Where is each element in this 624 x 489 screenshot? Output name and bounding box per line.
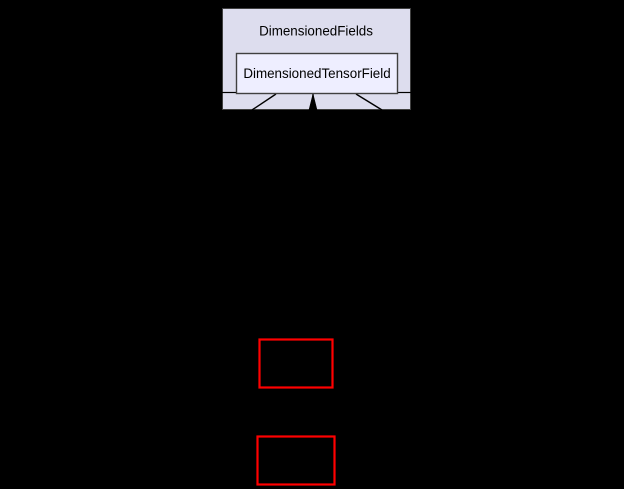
edge-left-out <box>251 93 277 111</box>
node-red-box-upper-box[interactable] <box>258 338 334 389</box>
edge-right-out <box>355 93 383 111</box>
node-dimensioned-tensor-field-label: DimensionedTensorField <box>243 66 390 81</box>
node-red-box-lower[interactable] <box>256 435 336 486</box>
node-red-box-lower-box[interactable] <box>256 435 336 486</box>
edge-group <box>222 91 411 111</box>
node-dimensioned-tensor-field-box[interactable] <box>235 52 399 95</box>
edge-center-arrowhead-icon <box>308 93 318 111</box>
node-dimensioned-tensor-field[interactable]: DimensionedTensorField <box>235 52 399 95</box>
cluster-title-label: DimensionedFields <box>259 24 373 39</box>
node-red-box-upper[interactable] <box>258 338 334 389</box>
